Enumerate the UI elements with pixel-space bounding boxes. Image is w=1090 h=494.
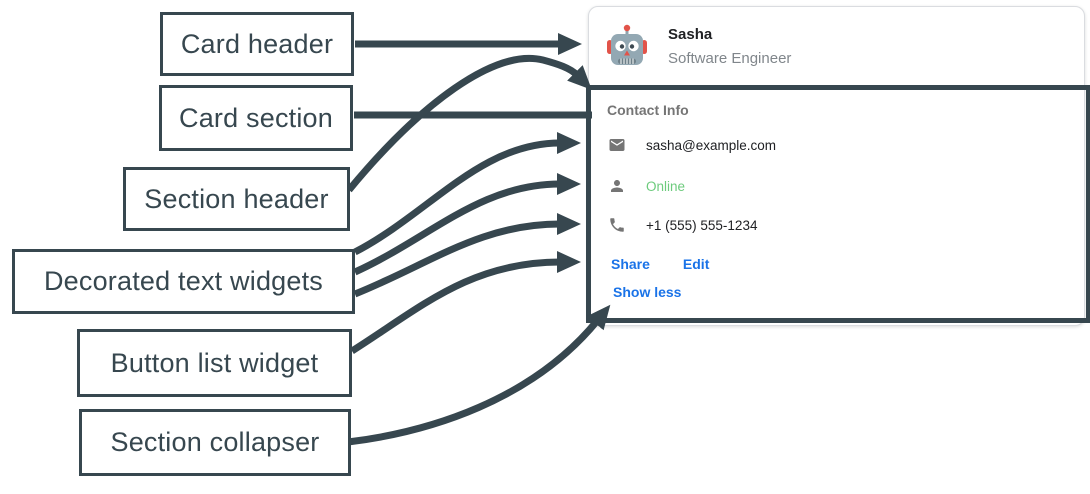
label-decorated-text-widgets-text: Decorated text widgets: [43, 266, 324, 296]
arrow-decorated-text-2: [353, 173, 581, 276]
label-button-list-widget-text: Button list widget: [110, 347, 319, 378]
button-list-widget: Share Edit: [611, 255, 709, 273]
card-header: Sasha Software Engineer: [589, 7, 1084, 85]
label-card-header-text: Card header: [180, 28, 334, 59]
label-section-collapser: Section collapser: [79, 409, 351, 476]
online-status-text: Online: [646, 178, 686, 194]
phone-icon: [610, 218, 624, 232]
edit-button[interactable]: Edit: [682, 256, 710, 272]
label-button-list-widget: Button list widget: [77, 329, 352, 397]
section-collapser-button[interactable]: Show less: [613, 284, 682, 300]
card-section: Contact Info sasha@example.com Online +1…: [589, 85, 1084, 325]
decorated-text-status-row: Online: [608, 177, 685, 195]
decorated-text-email-row: sasha@example.com: [608, 136, 776, 154]
share-button[interactable]: Share: [611, 256, 650, 272]
phone-text: +1 (555) 555-1234: [646, 217, 758, 233]
arrow-section-header: [346, 55, 592, 193]
person-subtitle: Software Engineer: [668, 49, 792, 67]
label-section-header: Section header: [123, 167, 350, 231]
robot-avatar-icon: [607, 24, 647, 65]
contact-card: Sasha Software Engineer Contact Info sas…: [586, 6, 1090, 326]
label-card-section-text: Card section: [179, 102, 333, 133]
email-icon: [609, 139, 625, 151]
decorated-text-phone-row: +1 (555) 555-1234: [608, 216, 757, 234]
email-text: sasha@example.com: [646, 137, 777, 153]
arrow-decorated-text-1: [353, 132, 581, 256]
label-card-header: Card header: [160, 12, 354, 76]
label-section-header-text: Section header: [144, 183, 329, 214]
section-header-title: Contact Info: [607, 102, 689, 118]
label-card-section: Card section: [159, 85, 353, 151]
label-section-collapser-text: Section collapser: [110, 427, 320, 457]
arrow-section-collapser: [347, 304, 611, 446]
label-decorated-text-widgets: Decorated text widgets: [12, 249, 355, 314]
arrow-decorated-text-3: [353, 213, 581, 298]
person-icon: [611, 180, 623, 192]
identity-block: Sasha Software Engineer: [668, 26, 791, 67]
person-name: Sasha: [668, 25, 713, 43]
arrow-button-list: [350, 251, 581, 354]
